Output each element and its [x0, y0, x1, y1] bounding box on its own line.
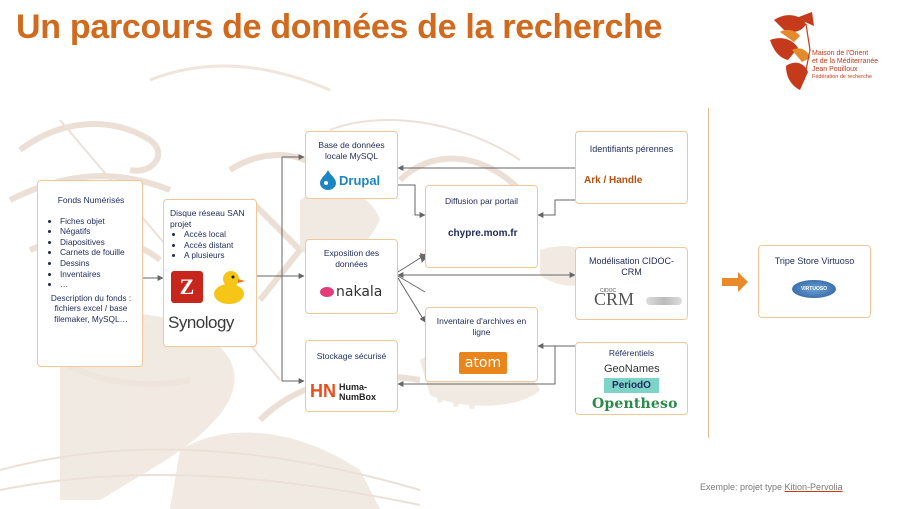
cyberduck-icon: [214, 271, 245, 304]
fonds-title: Fonds Numérisés: [57, 195, 125, 205]
periodo-text: PeriodO: [612, 380, 651, 391]
filezilla-icon: Z: [171, 271, 203, 303]
drupal-text: Drupal: [339, 172, 381, 188]
identifiants-title: Identifiants pérennes: [589, 144, 674, 154]
triplestore-title: Tripe Store Virtuoso: [774, 256, 855, 266]
synology-logo: Synology: [168, 313, 234, 332]
page-title: Un parcours de données de la recherche: [16, 8, 663, 46]
inventaire-title: Inventaire d'archives en ligne: [436, 316, 527, 337]
humanum-icon: HN: [310, 381, 336, 401]
modelisation-box: Modélisation CIDOC-CRM CIDOC CRM: [575, 247, 688, 320]
crm-text: CRM: [594, 289, 635, 309]
diffusion-title: Diffusion par portail: [444, 196, 519, 206]
list-item: Négatifs: [60, 226, 136, 237]
ark-handle: Ark / Handle: [584, 175, 643, 186]
list-item: Diapositives: [60, 237, 136, 248]
virtuoso-logo: VIRTUOSO: [792, 280, 836, 298]
footer-project: Kition-Pervolia: [784, 482, 843, 492]
stockage-title: Stockage sécurisé: [316, 351, 387, 361]
institution-line3: Jean Pouilloux: [812, 66, 858, 74]
identifiants-box: Identifiants pérennes Ark / Handle: [575, 131, 688, 204]
nakala-text: nakala: [336, 284, 383, 300]
referentiels-box: Référentiels GeoNames PeriodO Opentheso: [575, 342, 688, 415]
humanum-text: Huma-NumBox: [339, 381, 377, 402]
fonds-description: Description du fonds : fichiers excel / …: [50, 292, 132, 324]
portal-url: chypre.mom.fr: [448, 228, 518, 239]
list-item: …: [60, 279, 136, 290]
list-item: Inventaires: [60, 269, 136, 280]
institution-line2: et de la Méditerranée: [812, 58, 879, 66]
atom-logo: atom: [459, 352, 507, 374]
cidoc-dots-icon: [646, 297, 683, 305]
disque-reseau-box: Disque réseau SAN projet Accès local Acc…: [163, 199, 257, 347]
footer-prefix: Exemple: projet type: [700, 482, 785, 492]
base-title: Base de données locale MySQL: [318, 140, 385, 161]
list-item: Carnets de fouille: [60, 247, 136, 258]
list-item: Accès distant: [184, 240, 251, 251]
virtuoso-text: VIRTUOSO: [800, 286, 828, 292]
periodo-logo: PeriodO: [604, 378, 659, 393]
exposition-title: Exposition des données: [323, 248, 380, 269]
referentiels-title: Référentiels: [608, 348, 655, 358]
disque-list: Accès local Accès distant A plusieurs: [170, 229, 251, 261]
base-donnees-box: Base de données locale MySQL Drupal: [305, 131, 398, 199]
geonames-logo: GeoNames: [604, 363, 660, 375]
nakala-logo: nakala: [320, 284, 382, 300]
stockage-box: Stockage sécurisé HN Huma-NumBox: [305, 340, 398, 412]
drupal-logo: Drupal: [320, 170, 380, 190]
list-item: A plusieurs: [184, 250, 251, 261]
drupal-icon: [320, 170, 336, 190]
footer-note: Exemple: projet type Kition-Pervolia: [700, 482, 843, 492]
cidoc-logo: CIDOC CRM: [594, 288, 683, 310]
fonds-list: Fiches objet Négatifs Diapositives Carne…: [46, 216, 136, 290]
modelisation-title: Modélisation CIDOC-CRM: [588, 256, 675, 278]
cidoc-small: CIDOC: [600, 288, 617, 294]
institution-line4: Fédération de recherche: [812, 74, 872, 81]
atom-text: atom: [464, 355, 502, 371]
humanum-logo: HN Huma-NumBox: [310, 381, 397, 402]
institution-name: Maison de l'Orient et de la Méditerranée…: [812, 50, 896, 80]
disque-title: Disque réseau SAN projet: [170, 208, 245, 229]
section-divider: [708, 108, 709, 438]
inventaire-box: Inventaire d'archives en ligne atom: [425, 307, 538, 382]
diffusion-box: Diffusion par portail chypre.mom.fr: [425, 185, 538, 268]
exposition-box: Exposition des données nakala: [305, 239, 398, 314]
list-item: Dessins: [60, 258, 136, 269]
opentheso-logo: Opentheso: [592, 396, 678, 412]
list-item: Fiches objet: [60, 216, 136, 227]
list-item: Accès local: [184, 229, 251, 240]
nakala-icon: [320, 287, 334, 297]
institution-line1: Maison de l'Orient: [812, 50, 869, 57]
fonds-numerises-box: Fonds Numérisés Fiches objet Négatifs Di…: [37, 180, 143, 367]
triplestore-box: Tripe Store Virtuoso VIRTUOSO: [758, 245, 871, 318]
mom-logo: [770, 12, 814, 90]
